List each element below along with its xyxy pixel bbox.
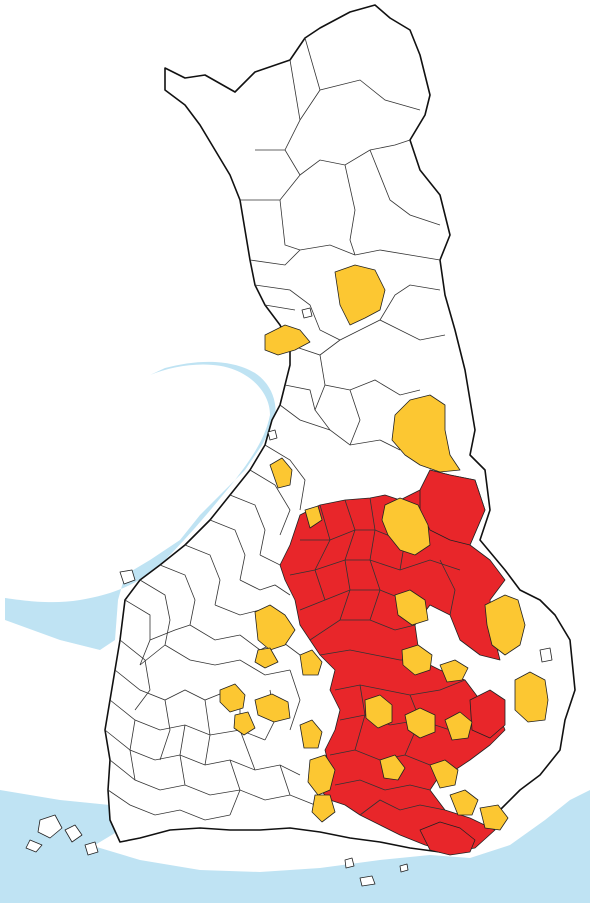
yellow-region-4 bbox=[269, 457, 293, 489]
archipelago-water bbox=[0, 790, 120, 845]
yellow-region-3 bbox=[391, 394, 461, 473]
yellow-region-24 bbox=[379, 754, 406, 781]
yellow-region-17 bbox=[299, 719, 323, 749]
yellow-region-6 bbox=[304, 505, 323, 529]
red-region-coast bbox=[419, 821, 476, 856]
yellow-region-10 bbox=[299, 649, 323, 676]
yellow-region-16 bbox=[233, 711, 256, 736]
yellow-region-26 bbox=[449, 789, 479, 816]
yellow-region-2 bbox=[264, 324, 311, 356]
yellow-region-25 bbox=[429, 759, 459, 789]
yellow-region-15 bbox=[254, 693, 291, 723]
yellow-region-21 bbox=[514, 671, 549, 723]
gulf-of-bothnia bbox=[5, 361, 276, 650]
yellow-region-27 bbox=[479, 804, 509, 831]
yellow-region-20 bbox=[444, 711, 473, 741]
red-regions bbox=[279, 469, 506, 856]
yellow-region-18 bbox=[364, 694, 393, 729]
yellow-regions bbox=[219, 264, 549, 831]
red-region-east bbox=[469, 689, 506, 739]
yellow-region-19 bbox=[404, 707, 436, 739]
yellow-region-23 bbox=[311, 794, 336, 823]
yellow-region-14 bbox=[219, 683, 246, 713]
north-municipality-borders bbox=[240, 37, 446, 451]
yellow-region-8 bbox=[254, 604, 296, 651]
south-municipality-borders bbox=[104, 444, 316, 821]
gulf-of-finland bbox=[0, 790, 590, 903]
yellow-region-11 bbox=[394, 589, 429, 626]
archipelago-islands bbox=[25, 307, 553, 887]
yellow-region-9 bbox=[254, 647, 279, 669]
yellow-region-1 bbox=[334, 264, 386, 326]
yellow-region-13 bbox=[439, 659, 469, 683]
yellow-region-5 bbox=[381, 497, 431, 556]
finland-land bbox=[104, 4, 576, 853]
yellow-region-22 bbox=[307, 754, 336, 796]
yellow-region-7 bbox=[484, 594, 526, 656]
yellow-region-12 bbox=[401, 644, 433, 676]
